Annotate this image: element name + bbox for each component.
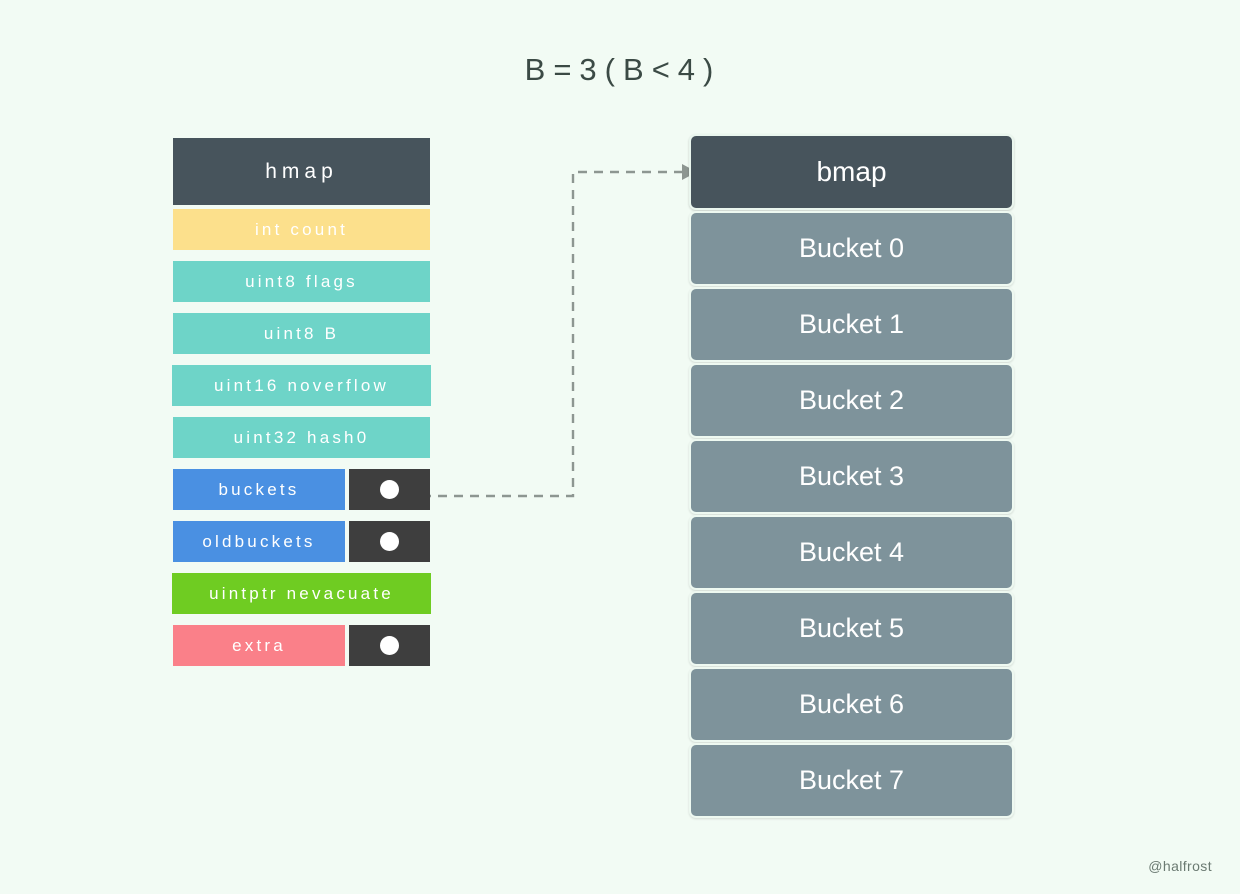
oldbuckets-pointer-box: [349, 521, 430, 562]
hmap-header: hmap: [173, 138, 430, 205]
hmap-field-hash0: uint32 hash0: [173, 417, 430, 458]
bucket-row: Bucket 4: [689, 515, 1014, 590]
bmap-header: bmap: [689, 134, 1014, 210]
bucket-row: Bucket 6: [689, 667, 1014, 742]
hmap-field-count: int count: [173, 209, 430, 250]
hmap-field-nevacuate: uintptr nevacuate: [172, 573, 431, 614]
hmap-field-flags: uint8 flags: [173, 261, 430, 302]
extra-pointer-box: [349, 625, 430, 666]
hmap-field-row-buckets: buckets: [173, 469, 430, 510]
title-token: 4: [677, 52, 698, 87]
hmap-field-noverflow: uint16 noverflow: [172, 365, 431, 406]
title-token: ): [703, 52, 716, 87]
hmap-field-row-b: uint8 B: [173, 313, 430, 354]
title-token: 3: [579, 52, 599, 87]
buckets-pointer-box: [349, 469, 430, 510]
hmap-field-row-flags: uint8 flags: [173, 261, 430, 302]
connector-line: [390, 170, 682, 498]
bucket-row: Bucket 1: [689, 287, 1014, 362]
hmap-field-oldbuckets: oldbuckets: [173, 521, 345, 562]
pointer-dot-icon: [380, 532, 399, 551]
bmap-struct: bmap Bucket 0 Bucket 1 Bucket 2 Bucket 3…: [689, 134, 1014, 818]
hmap-field-row-hash0: uint32 hash0: [173, 417, 430, 458]
hmap-field-row-noverflow: uint16 noverflow: [172, 365, 431, 406]
hmap-field-buckets: buckets: [173, 469, 345, 510]
bucket-row: Bucket 0: [689, 211, 1014, 286]
hmap-field-row-count: int count: [173, 209, 430, 250]
title-token: (: [604, 52, 617, 87]
diagram-title: B=3(B<4): [0, 52, 1240, 88]
title-token: B: [623, 52, 646, 87]
title-token: B: [524, 52, 548, 87]
hmap-field-row-nevacuate: uintptr nevacuate: [172, 573, 431, 614]
bucket-row: Bucket 3: [689, 439, 1014, 514]
hmap-field-b: uint8 B: [173, 313, 430, 354]
hmap-struct: hmap int count uint8 flags uint8 B uint1…: [172, 138, 431, 677]
hmap-field-row-oldbuckets: oldbuckets: [173, 521, 430, 562]
title-token: =: [553, 52, 574, 87]
bucket-row: Bucket 2: [689, 363, 1014, 438]
author-watermark: @halfrost: [1148, 858, 1212, 874]
bucket-row: Bucket 5: [689, 591, 1014, 666]
hmap-field-extra: extra: [173, 625, 345, 666]
hmap-field-row-extra: extra: [173, 625, 430, 666]
bucket-row: Bucket 7: [689, 743, 1014, 818]
pointer-dot-icon: [380, 480, 399, 499]
title-token: <: [651, 52, 672, 87]
pointer-dot-icon: [380, 636, 399, 655]
